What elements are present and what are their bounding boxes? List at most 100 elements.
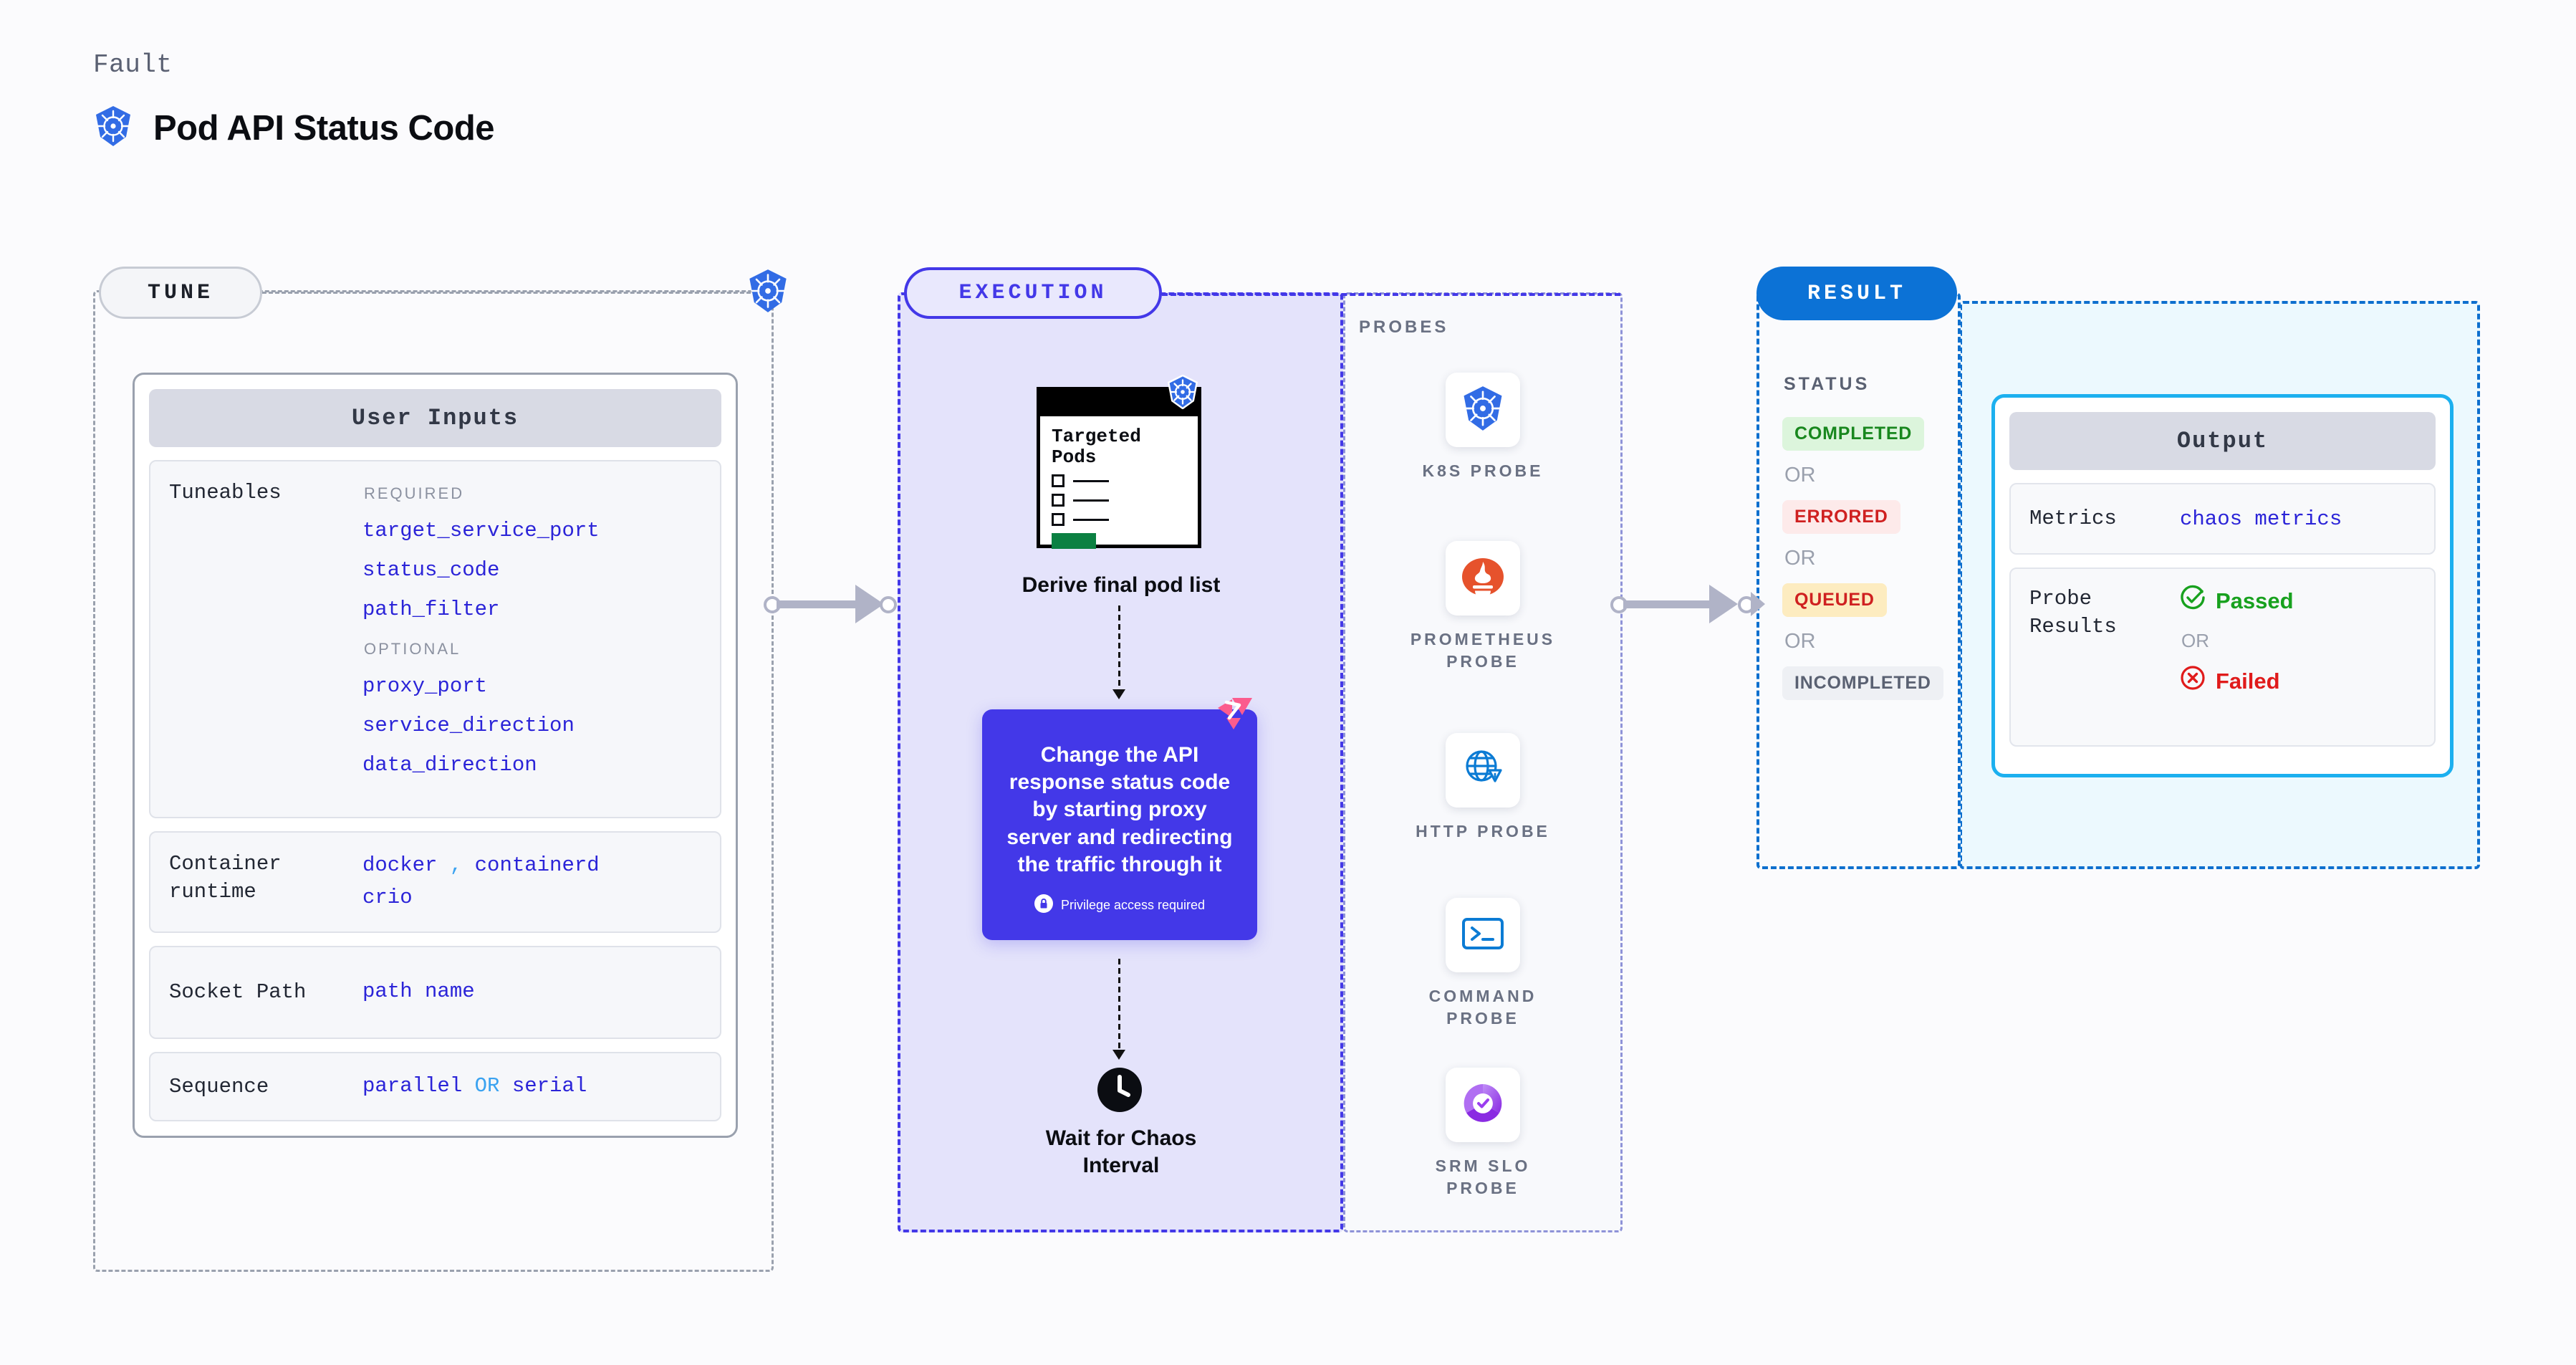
pods-card-title: Targeted Pods [1052, 426, 1186, 468]
user-inputs-title: User Inputs [149, 389, 721, 447]
green-status-bar [1052, 533, 1096, 550]
title-row: Pod API Status Code [93, 105, 495, 150]
tuneable-proxy-port[interactable]: proxy_port [362, 674, 488, 698]
probe-label: SRM SLO PROBE [1435, 1156, 1531, 1198]
probes-section-label: PROBES [1359, 317, 1449, 337]
sequence-parallel[interactable]: parallel [362, 1073, 463, 1098]
flow-arrow-1 [1118, 605, 1120, 691]
pods-card-body: Targeted Pods [1040, 416, 1198, 559]
output-probe-results-values: Passed OR Failed [2180, 585, 2294, 729]
connector-tune-to-execution [764, 580, 907, 628]
probe-tile [1446, 373, 1520, 447]
probe-item-srm-slo[interactable]: SRM SLO PROBE [1400, 1068, 1565, 1199]
connector-arrowhead [1709, 585, 1738, 623]
prometheus-icon [1460, 554, 1506, 603]
socket-path-values: path name [362, 976, 475, 1008]
derive-final-pod-list-caption: Derive final pod list [1022, 573, 1221, 597]
flow-arrow-1-head [1112, 689, 1125, 699]
row-socket-path: Socket Path path name [149, 945, 721, 1039]
tuneables-values: REQUIRED target_service_port status_code… [362, 479, 600, 800]
srm-slo-icon [1460, 1081, 1506, 1129]
tuneable-service-direction[interactable]: service_direction [362, 713, 575, 737]
probe-tile [1446, 541, 1520, 616]
output-probe-results-label: Probe Results [2029, 585, 2180, 729]
probe-result-failed: Failed [2180, 665, 2294, 697]
tuneable-path-filter[interactable]: path_filter [362, 597, 500, 621]
probe-result-or: OR [2181, 630, 2209, 651]
probe-item-k8s[interactable]: K8S PROBE [1400, 373, 1565, 482]
status-list: COMPLETED OR ERRORED OR QUEUED OR INCOMP… [1782, 414, 1961, 703]
row-sequence: Sequence parallel OR serial [149, 1051, 721, 1121]
user-inputs-card: User Inputs Tuneables REQUIRED target_se… [133, 373, 738, 1138]
group-heading-required: REQUIRED [364, 484, 465, 502]
probe-result-passed: Passed [2180, 585, 2294, 617]
row-label-socket-path: Socket Path [169, 980, 307, 1005]
output-row-probe-results: Probe Results Passed OR [2009, 567, 2436, 747]
checkbox-icon [1052, 474, 1064, 488]
probe-label: K8S PROBE [1422, 461, 1544, 480]
status-badge-completed: COMPLETED [1782, 417, 1925, 451]
probe-item-prometheus[interactable]: PROMETHEUS PROBE [1400, 541, 1565, 673]
privilege-note-row: Privilege access required [1034, 894, 1205, 916]
wait-caption-line1: Wait for Chaos [1045, 1126, 1197, 1150]
result-status-panel [1756, 292, 1961, 869]
tuneable-status-code[interactable]: status_code [362, 558, 500, 583]
connector-shaft [1623, 600, 1731, 608]
fault-kicker: Fault [93, 50, 173, 80]
terminal-icon [1461, 915, 1505, 956]
probe-results-label-line2: Results [2029, 615, 2117, 639]
flow-arrow-2 [1118, 959, 1120, 1052]
group-heading-optional: OPTIONAL [364, 639, 461, 658]
runtime-containerd[interactable]: containerd [474, 853, 600, 877]
row-label-sequence: Sequence [169, 1074, 269, 1098]
probe-tile [1446, 733, 1520, 808]
checkbox-icon [1052, 494, 1064, 507]
status-badge-incompleted: INCOMPLETED [1782, 666, 1943, 700]
container-runtime-values: docker , containerd crio [362, 850, 600, 914]
placeholder-line [1073, 479, 1109, 482]
tune-kubernetes-badge-icon [746, 269, 789, 317]
runtime-docker[interactable]: docker [362, 853, 438, 877]
pods-kubernetes-badge-icon [1166, 374, 1199, 413]
checkbox-icon [1052, 513, 1064, 527]
connector-end-dot [880, 596, 897, 613]
status-or-2: OR [1784, 547, 1816, 570]
probe-item-http[interactable]: HTTP PROBE [1400, 733, 1565, 843]
execution-dash-connector [1162, 293, 1620, 296]
row-tuneables: Tuneables REQUIRED target_service_port s… [149, 460, 721, 818]
sequence-serial[interactable]: serial [511, 1073, 587, 1098]
connector-arrowhead [855, 585, 884, 623]
passed-label: Passed [2216, 588, 2294, 613]
status-badge-errored: ERRORED [1782, 500, 1900, 534]
tune-dash-connector [262, 292, 764, 294]
check-circle-icon [2180, 585, 2206, 617]
probe-item-command[interactable]: COMMAND PROBE [1400, 898, 1565, 1030]
flow-arrow-2-head [1112, 1050, 1125, 1060]
runtime-crio[interactable]: crio [362, 885, 413, 909]
socket-path-value[interactable]: path name [362, 980, 475, 1004]
runtime-separator: , [449, 853, 463, 877]
status-badge-queued: QUEUED [1782, 583, 1887, 617]
placeholder-line [1073, 499, 1109, 502]
status-or-1: OR [1784, 464, 1816, 487]
tuneable-data-direction[interactable]: data_direction [362, 752, 537, 777]
connector-execution-to-result [1610, 580, 1768, 628]
litmus-logo-icon [1216, 696, 1254, 734]
probe-results-label-line1: Probe [2029, 587, 2092, 610]
clock-icon [1097, 1068, 1142, 1116]
tune-panel [93, 290, 774, 1272]
kubernetes-icon [93, 105, 133, 150]
tuneable-target-service-port[interactable]: target_service_port [362, 519, 600, 543]
status-or-3: OR [1784, 630, 1816, 653]
probe-tile [1446, 898, 1520, 972]
output-card: Output Metrics chaos metrics Probe Resul… [1991, 394, 2454, 777]
probe-tile [1446, 1068, 1520, 1142]
output-metrics-value[interactable]: chaos metrics [2180, 507, 2342, 531]
tune-stage-chip[interactable]: TUNE [99, 267, 262, 319]
action-card-text: Change the API response status code by s… [1006, 743, 1233, 876]
execution-stage-chip[interactable]: EXECUTION [904, 267, 1162, 319]
output-row-metrics: Metrics chaos metrics [2009, 483, 2436, 555]
sequence-values: parallel OR serial [362, 1071, 587, 1103]
pod-list-item [1052, 513, 1186, 527]
result-stage-chip[interactable]: RESULT [1756, 267, 1957, 320]
